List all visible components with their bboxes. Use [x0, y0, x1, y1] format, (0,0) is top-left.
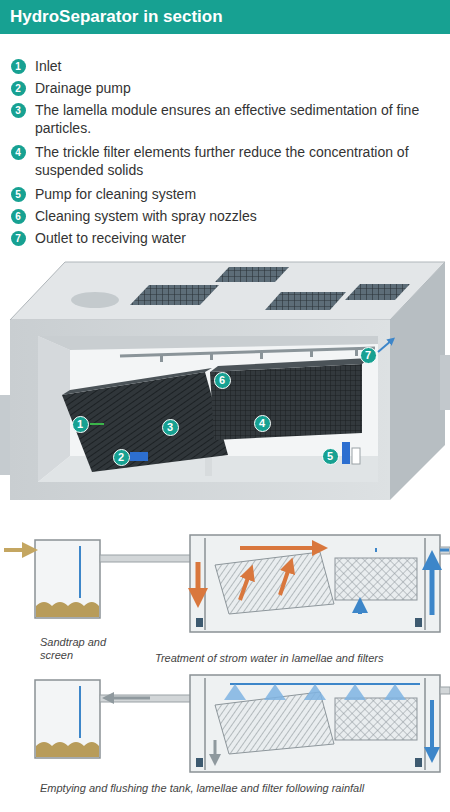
interior-ceiling: [38, 336, 378, 350]
cleaning-pump: [342, 442, 350, 464]
illustration-part: [240, 572, 250, 600]
hatch: [265, 292, 346, 310]
side-face: [390, 262, 445, 500]
illustration-part: [4, 548, 30, 552]
illustration-part: [224, 684, 406, 700]
number-text: 5: [327, 450, 333, 462]
inlet-arrow: [90, 423, 104, 425]
number-text: 2: [118, 451, 124, 463]
flush-arrows: [108, 684, 432, 760]
number-text: 4: [259, 417, 265, 429]
hatch: [345, 284, 410, 300]
list-text: Outlet to receiving water: [35, 229, 445, 247]
illustration-part: [108, 697, 150, 700]
illustration-part: [355, 350, 358, 356]
illustration-part: [210, 354, 213, 360]
illustration-part: [240, 546, 320, 550]
hatch: [130, 285, 219, 305]
list-number: 5: [11, 187, 26, 202]
caption-text: Emptying and flushing the tank, lamellae…: [40, 782, 440, 795]
list-text: Inlet: [35, 57, 445, 75]
illustration-part: [260, 353, 263, 359]
top-face: [10, 262, 445, 320]
illustration-part: [384, 684, 406, 700]
tank-3d: [0, 262, 450, 500]
drainage-pump: [130, 452, 148, 461]
outlet-arrow: [378, 340, 392, 352]
filter-module: [210, 364, 362, 440]
title: HydroSeparator in section: [10, 7, 223, 27]
illustration-part: [224, 684, 246, 700]
illustration-part: [358, 605, 362, 614]
number-text: 6: [15, 211, 21, 222]
callout-number: 4: [254, 415, 271, 432]
illustration-part: [196, 562, 201, 598]
hatch: [215, 267, 289, 282]
callout-number: 1: [72, 416, 89, 433]
caption-text: Sandtrap and screen: [40, 636, 115, 662]
lamella-module: [62, 372, 228, 472]
illustration-part: [214, 740, 217, 760]
callout-number: 2: [113, 449, 130, 466]
number-text: 7: [15, 233, 21, 244]
list-text: Pump for cleaning system: [35, 185, 445, 203]
roof-opening: [71, 292, 119, 308]
list-number: 3: [11, 103, 26, 118]
illustration-part: [310, 351, 313, 357]
flow-arrows: [4, 548, 449, 615]
illustration-part: [264, 684, 286, 700]
illustration-part: [160, 356, 163, 362]
callout-number: 3: [162, 419, 179, 436]
list-number: 7: [11, 231, 26, 246]
list-text: The lamella module ensures an effective …: [35, 101, 445, 137]
number-text: 1: [77, 418, 83, 430]
schematic-flushing: [35, 675, 450, 772]
schematic-treatment: [35, 535, 450, 632]
list-number: 2: [11, 81, 26, 96]
callout-number: 7: [360, 347, 377, 364]
illustration-part: [430, 560, 435, 615]
lamella-top: [62, 368, 212, 395]
interior: [38, 336, 378, 482]
pump-housing: [352, 448, 360, 464]
illustration-part: [230, 683, 420, 685]
list-number: 4: [11, 145, 26, 160]
outlet-pipe: [440, 355, 450, 410]
illustration-part: [304, 684, 326, 700]
number-text: 7: [365, 349, 371, 361]
number-text: 5: [15, 189, 21, 200]
number-text: 3: [15, 105, 21, 116]
illustration-part: [344, 684, 366, 700]
list-number: 1: [11, 59, 26, 74]
filter-top: [210, 358, 370, 372]
caption-text: Treatment of strom water in lamellae and…: [155, 652, 445, 665]
illustration-part: [375, 548, 377, 552]
number-text: 4: [15, 147, 21, 158]
front-face: [10, 320, 390, 500]
title-band: HydroSeparator in section: [0, 0, 450, 34]
spray-pipe: [120, 348, 375, 356]
list-text: The trickle filter elements further redu…: [35, 143, 445, 179]
number-text: 2: [15, 83, 21, 94]
illustration-part: [430, 700, 434, 755]
list-text: Cleaning system with spray nozzles: [35, 207, 445, 225]
list-number: 6: [11, 209, 26, 224]
number-text: 6: [219, 374, 225, 386]
illustration-part: [280, 565, 290, 595]
illustration-part: [440, 549, 449, 552]
callout-number: 6: [214, 372, 231, 389]
callout-number: 5: [322, 448, 339, 465]
list-text: Drainage pump: [35, 79, 445, 97]
number-text: 1: [15, 61, 21, 72]
number-text: 3: [167, 421, 173, 433]
